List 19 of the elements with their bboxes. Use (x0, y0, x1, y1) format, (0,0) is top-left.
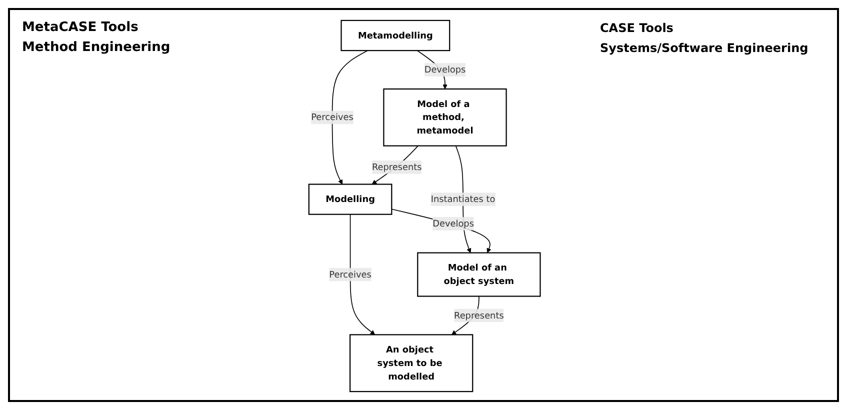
edge-label: Instantiates to (431, 194, 496, 204)
arrow (392, 208, 492, 254)
arrow (332, 50, 369, 184)
edge-label: Represents (454, 310, 504, 320)
node-box: Model of a method, metamodel (384, 88, 508, 146)
edge-label: Perceives (330, 268, 372, 280)
edge-label: Develops (433, 218, 474, 229)
edge-label: Develops (424, 64, 466, 75)
region-label: MetaCASE Tools (22, 19, 138, 37)
region-label: Systems/Software Engineering (600, 40, 808, 57)
node-box: An object system to be modelled (350, 334, 474, 392)
node-box: Modelling (308, 184, 393, 215)
region-label: CASE Tools (600, 20, 674, 37)
node-box: Model of an object system (418, 252, 542, 297)
region-label: Method Engineering (22, 39, 170, 57)
arrow (350, 214, 376, 335)
edge-label: Perceives (312, 112, 354, 122)
node-box: Metamodelling (341, 20, 451, 52)
edge-label: Represents (372, 162, 422, 172)
